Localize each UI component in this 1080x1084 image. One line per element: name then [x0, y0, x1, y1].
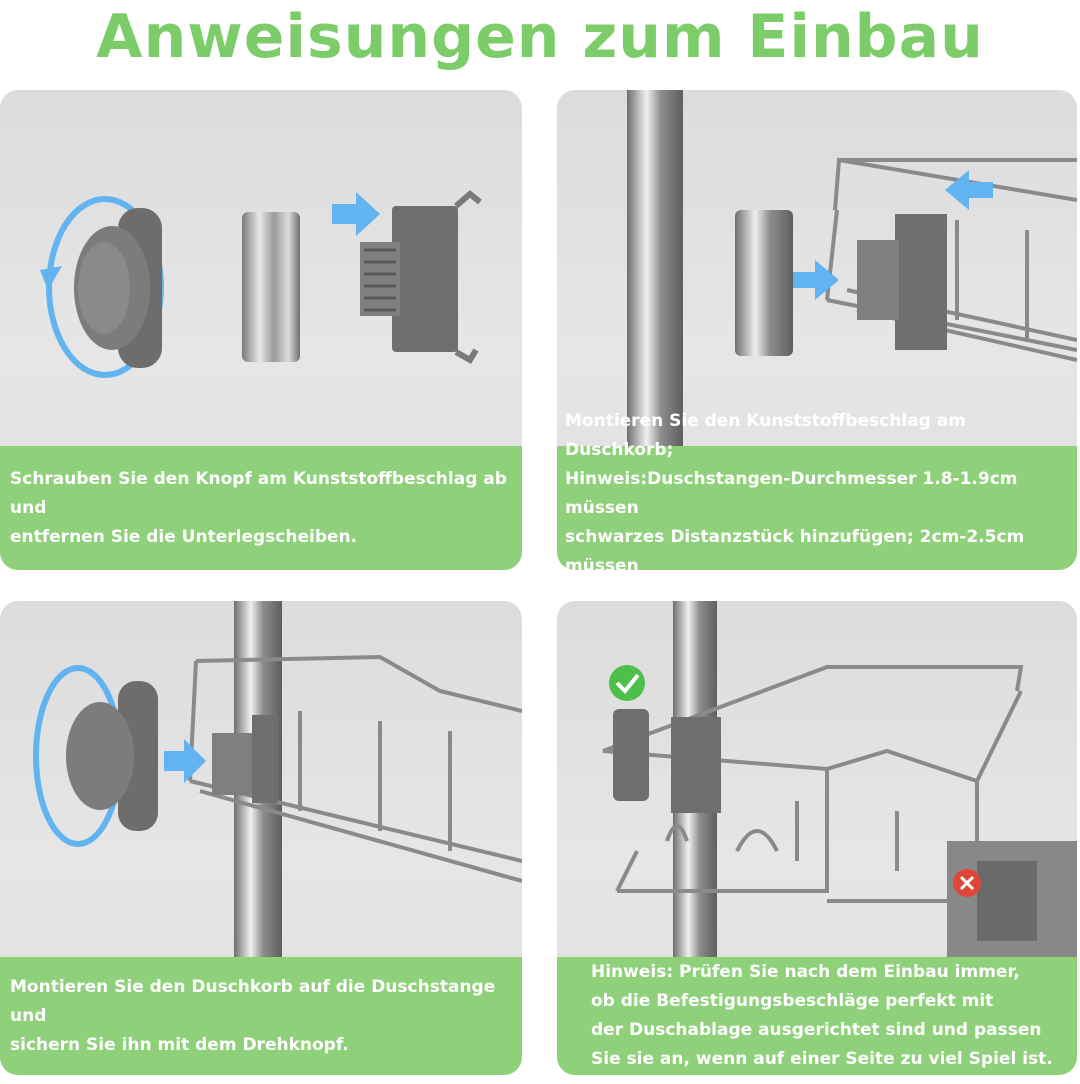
bracket-thread: [212, 733, 252, 795]
bracket-icon: [252, 715, 278, 803]
knob-icon: [74, 208, 162, 368]
spacer-icon: [735, 210, 793, 356]
check-mark-icon: [609, 665, 645, 701]
step-4-caption-text: Hinweis: Prüfen Sie nach dem Einbau imme…: [591, 962, 1053, 1069]
bracket-icon: [613, 709, 649, 801]
bracket-icon: [671, 717, 721, 813]
bracket-icon: [360, 190, 482, 365]
step-4-caption: Hinweis: Prüfen Sie nach dem Einbau imme…: [557, 957, 1077, 1075]
push-arrow-icon: [793, 260, 839, 300]
step-2-caption: Montieren Sie den Kunststoffbeschlag am …: [557, 411, 1077, 570]
step-3-panel: Montieren Sie den Duschkorb auf die Dusc…: [0, 601, 522, 1075]
cross-mark-icon: [953, 869, 981, 897]
step-2-illustration: [627, 90, 1077, 446]
incorrect-example-inset: [947, 841, 1077, 957]
step-3-caption: Montieren Sie den Duschkorb auf die Dusc…: [0, 957, 522, 1075]
bracket-icon: [895, 214, 947, 350]
spacer-icon: [242, 212, 300, 362]
step-2-caption-text: Montieren Sie den Kunststoffbeschlag am …: [565, 410, 1025, 571]
step-4-panel: Hinweis: Prüfen Sie nach dem Einbau imme…: [557, 601, 1077, 1075]
page-title: Anweisungen zum Einbau: [96, 2, 984, 72]
knob-icon: [66, 681, 158, 831]
step-1-caption-text: Schrauben Sie den Knopf am Kunststoffbes…: [10, 468, 507, 547]
step-4-illustration: [602, 601, 1077, 957]
step-3-caption-text: Montieren Sie den Duschkorb auf die Dusc…: [10, 976, 496, 1055]
bracket-thread: [857, 240, 899, 320]
step-1-illustration: [40, 190, 482, 378]
step-3-illustration: [33, 601, 522, 957]
shower-pole: [627, 90, 683, 446]
step-1-caption: Schrauben Sie den Knopf am Kunststoffbes…: [0, 446, 522, 570]
step-1-panel: Schrauben Sie den Knopf am Kunststoffbes…: [0, 90, 522, 570]
push-arrow-icon: [164, 739, 206, 783]
push-arrow-icon: [945, 170, 993, 210]
basket-icon: [602, 665, 1024, 903]
push-arrow-icon: [332, 192, 380, 236]
step-2-panel: Montieren Sie den Kunststoffbeschlag am …: [557, 90, 1077, 570]
